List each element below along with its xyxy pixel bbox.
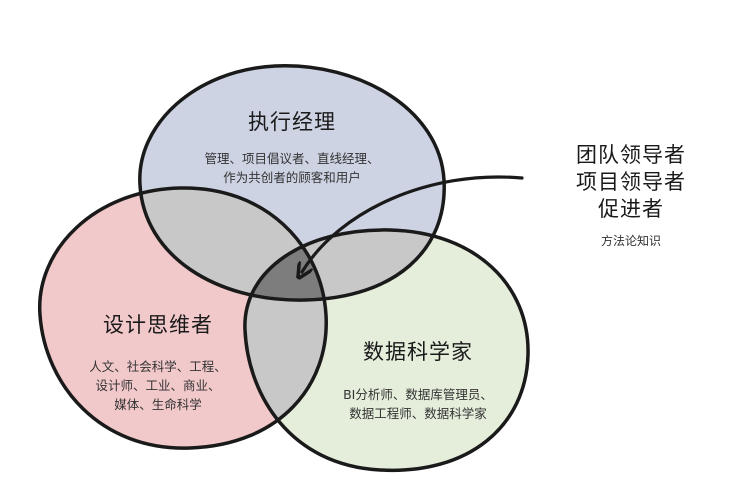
exec-desc-line-1: 管理、项目倡议者、直线经理、 (204, 151, 379, 166)
pointer-arrow (302, 175, 524, 272)
side-role-3: 促进者 (598, 197, 664, 221)
design-desc-line-2: 设计师、工业、商业、 (95, 378, 220, 393)
design-desc-line-1: 人文、社会科学、工程、 (89, 359, 227, 374)
data-title: 数据科学家 (363, 340, 473, 364)
exec-title: 执行经理 (248, 110, 336, 134)
side-role-1: 团队领导者 (576, 143, 686, 167)
design-title: 设计思维者 (103, 313, 213, 337)
data-desc-line-1: BI分析师、数据库管理员、 (343, 387, 493, 402)
design-desc-line-3: 媒体、生命科学 (114, 397, 202, 412)
side-role-2: 项目领导者 (576, 170, 686, 194)
data-desc-line-2: 数据工程师、数据科学家 (349, 406, 487, 421)
side-subtitle: 方法论知识 (601, 233, 661, 248)
exec-desc-line-2: 作为共创者的顾客和用户 (223, 170, 361, 185)
